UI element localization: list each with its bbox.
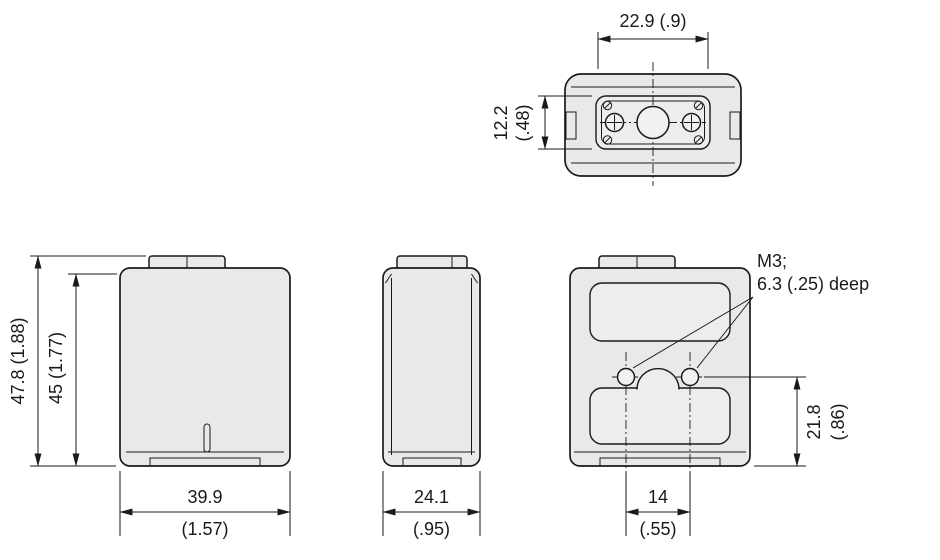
thread-note-leader-lines (632, 296, 754, 369)
side-view-outline (382, 267, 481, 467)
thread-note-line1: M3; (757, 251, 787, 271)
thread-note: M3; 6.3 (.25) deep (632, 251, 869, 369)
back-view: M3; 6.3 (.25) deep 21.8 (.86) 14 (.55) (569, 251, 869, 539)
dim-front-height-inner-label: 45 (1.77) (46, 332, 66, 404)
dim-front-height-outer-label: 47.8 (1.88) (8, 317, 28, 404)
dim-top-depth-label: 12.2 (491, 105, 511, 140)
dim-front-height-inner: 45 (1.77) (46, 273, 117, 467)
dim-back-hole-spacing: 14 (.55) (625, 472, 691, 539)
front-view-slot (203, 423, 211, 453)
front-view-outline (119, 267, 291, 467)
side-view-bottom-inset (402, 457, 462, 466)
dim-back-hole-spacing-label: 14 (648, 487, 668, 507)
side-view: 24.1 (.95) (382, 255, 481, 539)
dim-front-width-label: 39.9 (187, 487, 222, 507)
top-view: 22.9 (.9) 12.2 (.48) (491, 11, 742, 186)
back-view-upper-recess (589, 282, 731, 342)
side-view-edge-lines (391, 278, 472, 455)
dim-front-height-outer: 47.8 (1.88) (8, 255, 146, 467)
thread-note-line2: 6.3 (.25) deep (757, 274, 869, 294)
dim-back-hole-spacing-label-alt: (.55) (639, 519, 676, 539)
dim-front-width-label-alt: (1.57) (181, 519, 228, 539)
front-view-bottom-inset (149, 457, 261, 466)
back-view-bottom-inset (599, 457, 721, 466)
dim-side-width: 24.1 (.95) (382, 471, 481, 539)
dim-front-width: 39.9 (1.57) (119, 471, 291, 539)
dim-back-height-label-alt: (.86) (828, 403, 848, 440)
dim-back-height-label: 21.8 (804, 404, 824, 439)
side-view-top-chamfers (385, 273, 478, 284)
dim-top-depth-label-alt: (.48) (513, 104, 533, 141)
back-view-lower-recess (589, 387, 731, 445)
dim-side-width-label-alt: (.95) (413, 519, 450, 539)
top-view-corner-screws (602, 100, 704, 145)
dim-back-hole-spacing-extension-lines (625, 472, 691, 536)
back-view-screw-hole-left (616, 367, 636, 387)
back-view-screw-hole-right (680, 367, 700, 387)
dim-top-depth: 12.2 (.48) (491, 95, 592, 150)
dim-front-width-extension-lines (119, 471, 291, 536)
top-view-screw-right (681, 112, 702, 133)
top-view-right-slot (729, 111, 741, 140)
dim-back-height: 21.8 (.86) (704, 376, 848, 467)
dim-top-width-label: 22.9 (.9) (619, 11, 686, 31)
top-view-center-bore (636, 105, 670, 140)
dim-top-width: 22.9 (.9) (597, 11, 709, 69)
top-view-screw-left (604, 112, 625, 133)
back-view-recess-arc (636, 367, 680, 390)
dim-side-width-extension-lines (382, 471, 481, 536)
top-view-left-slot (565, 111, 577, 140)
dim-side-width-label: 24.1 (414, 487, 449, 507)
front-view: 47.8 (1.88) 45 (1.77) 39.9 (1.57) (8, 255, 291, 539)
